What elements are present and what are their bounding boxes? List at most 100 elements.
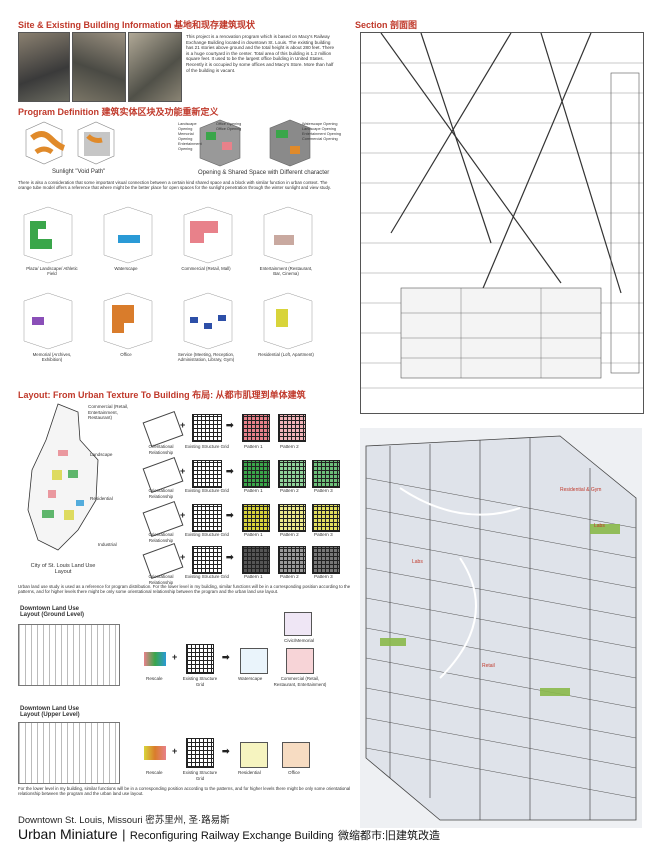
pattern-grid (278, 460, 306, 488)
map-caption: City of St. Louis Land Use Layout (30, 563, 96, 576)
opening-label: Entertainment Opening (302, 132, 342, 136)
footer-title-en: Urban Miniature (18, 826, 118, 842)
footer-location: Downtown St. Louis, Missouri 密苏里州, 圣·路易斯 (18, 815, 230, 826)
axonometric-drawing (360, 428, 642, 828)
downtown-ground-title: Downtown Land Use Layout (Ground Level) (20, 606, 85, 619)
program-caption-office: Office (120, 352, 132, 357)
footer-title-sub: Reconfiguring Railway Exchange Building (129, 830, 334, 842)
opening-diagram (180, 118, 340, 170)
rescale-label: Rescale (146, 770, 163, 775)
plus-icon: + (172, 652, 178, 662)
plus-icon: + (180, 420, 186, 430)
pattern-label: Pattern 2 (280, 488, 299, 493)
rescale-icon (144, 652, 166, 666)
opening-cubes-drawing (199, 119, 311, 167)
downtown-upper-map (18, 722, 120, 784)
plus-icon: + (172, 746, 178, 756)
office-label: Office (288, 770, 300, 775)
pattern-grid (278, 546, 306, 574)
sunlight-cubes-drawing (25, 121, 115, 165)
opening-label: Office Opening (216, 122, 242, 126)
structure-grid (192, 414, 222, 442)
pattern-label: Pattern 2 (280, 444, 299, 449)
axon-structure-drawing (365, 435, 637, 821)
opening-label: Entertainment Opening (178, 142, 202, 151)
pattern-grid (242, 414, 270, 442)
structure-grid (192, 546, 222, 574)
section-title: Section 剖面图 (355, 20, 418, 30)
arrow-icon: ➡ (222, 746, 230, 756)
pattern-label: Pattern 1 (244, 444, 263, 449)
pattern-label: Pattern 1 (244, 574, 263, 579)
program-caption-commercial: Commercial (Retail, Mall) (181, 266, 231, 271)
opening-caption: Opening & Shared Space with Different ch… (198, 170, 330, 176)
opening-labels-right: Waterscape Opening Landscape Opening Ent… (302, 122, 342, 142)
rescale-icon (144, 746, 166, 760)
office-pattern (282, 742, 310, 768)
opening-label: Landscape Opening (178, 122, 197, 131)
step1-label: Orientational Relationship (148, 444, 174, 455)
pattern-label: Pattern 2 (280, 574, 299, 579)
site-photo-2 (72, 32, 126, 102)
pattern-grid (312, 504, 340, 532)
axon-label: Residential & Gym (560, 487, 602, 493)
pattern-grid (242, 546, 270, 574)
arrow-icon: ➡ (226, 420, 234, 430)
pattern-grid (312, 546, 340, 574)
footer-title-cn: 微缩都市:旧建筑改造 (337, 830, 441, 842)
arrow-icon: ➡ (222, 652, 230, 662)
pattern-label: Pattern 3 (314, 574, 333, 579)
program-section-title: Program Definition 建筑实体区块及功能重新定义 (18, 107, 219, 117)
site-description: This project is a renovation program whi… (186, 34, 335, 73)
site-section-title: Site & Existing Building Information 基地和… (18, 20, 256, 30)
pattern-label: Pattern 1 (244, 488, 263, 493)
program-caption-waterscape: Waterscape (114, 266, 138, 271)
arrow-icon: ➡ (226, 466, 234, 476)
row-label-industrial: Industrial (98, 542, 117, 547)
sunlight-caption: Sunlight "Void Path" (52, 169, 106, 175)
pattern-grid (278, 504, 306, 532)
pattern-label: Pattern 2 (280, 532, 299, 537)
step1-label: Orientational Relationship (148, 488, 174, 499)
step1-label: Orientational Relationship (148, 532, 174, 543)
program-caption-landscape: Plaza/ Landscape/ Athletic Field (26, 266, 78, 276)
axon-label: Labs (412, 559, 423, 565)
step2-label: Existing Structure Grid (185, 574, 229, 579)
grid-label: Existing Structure Grid (182, 770, 218, 781)
program-caption-entertainment: Entertainment (Restaurant, Bar, Cinema) (259, 266, 313, 276)
row-label-residential: Residential (90, 496, 113, 501)
row-label-landscape: Landscape (90, 452, 113, 457)
footer-title: Urban Miniature | Reconfiguring Railway … (18, 826, 441, 842)
section-drawing (360, 32, 644, 414)
program-description: There is also a consideration that some … (18, 180, 331, 191)
step2-label: Existing Structure Grid (185, 488, 229, 493)
layout-footer-text: For the lower level in my building, simi… (18, 786, 351, 797)
program-cubes-drawing (23, 206, 313, 350)
program-caption-residential: Residential (Loft, Apartment) (258, 352, 314, 357)
downtown-upper-title: Downtown Land Use Layout (Upper Level) (20, 706, 80, 719)
structure-grid (192, 504, 222, 532)
plus-icon: + (180, 552, 186, 562)
arrow-icon: ➡ (226, 510, 234, 520)
pattern-label: Pattern 1 (244, 532, 263, 537)
program-cubes (18, 205, 338, 375)
stlouis-map (18, 400, 108, 560)
opening-labels-left: Landscape Opening Memorial Opening Enter… (178, 122, 208, 152)
grid-label: Existing Structure Grid (182, 676, 218, 687)
structure-grid (186, 738, 214, 768)
opening-label: Commercial Opening (302, 137, 338, 141)
axon-label: Retail (482, 663, 495, 669)
layout-section-title: Layout: From Urban Texture To Building 布… (18, 390, 306, 400)
row-label-commercial: Commercial (Retail, Entertainment, Resta… (88, 404, 129, 421)
opening-label: Memorial Opening (178, 132, 194, 141)
structure-grid (192, 460, 222, 488)
pattern-grid (242, 460, 270, 488)
opening-label: Waterscape Opening (302, 122, 338, 126)
plus-icon: + (180, 510, 186, 520)
civic-label: Civic/Memorial (284, 638, 315, 643)
site-photo-3 (128, 32, 182, 102)
pattern-label: Pattern 3 (314, 532, 333, 537)
opening-labels-mid: Office Opening Office Opening (216, 122, 246, 132)
plus-icon: + (180, 466, 186, 476)
opening-label: Landscape Opening (302, 127, 336, 131)
